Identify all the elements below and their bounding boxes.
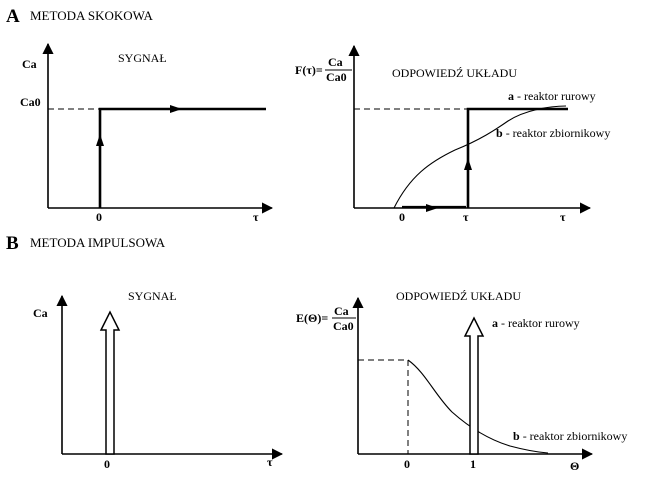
chart-title: ODPOWIEDŹ UKŁADU [396,289,521,303]
section-b: B METODA IMPULSOWA Ca SYGNAŁ 0 τ E(Θ)= C… [6,233,627,473]
step-up-arrow [96,134,104,146]
chart-title: SYGNAŁ [118,51,167,65]
curve-b-legend: b - reaktor zbiornikowy [496,126,610,140]
step-response-chart: F(τ)= Ca Ca0 ODPOWIEDŹ UKŁADU 0 τ τ a - … [295,44,610,224]
curve-a-up-arrow [464,158,472,170]
fraction-numerator: Ca [334,304,349,318]
impulse-signal-chart: Ca SYGNAŁ 0 τ [33,289,284,471]
section-a-letter: A [6,6,20,27]
impulse-arrow [99,310,121,455]
x-axis-label: τ [560,210,566,224]
tau-marker-label: τ [463,210,469,224]
y-axis-label: Ca [22,57,37,71]
step-right-arrow [170,105,182,113]
fraction-numerator: Ca [328,55,343,69]
origin-label: 0 [104,457,110,471]
y-axis-label: F(τ)= [295,63,323,77]
curve-a-legend: a - reaktor rurowy [492,316,580,330]
chart-title: ODPOWIEDŹ UKŁADU [392,66,517,80]
curve-b-legend: b - reaktor zbiornikowy [513,429,627,443]
x-axis-label: τ [253,210,259,224]
step-signal-chart: Ca SYGNAŁ Ca0 0 τ [20,42,274,224]
section-a: A METODA SKOKOWA Ca SYGNAŁ Ca0 0 τ F(τ)=… [6,6,610,224]
curve-a-plug-flow [466,107,568,208]
impulse-response-chart: E(Θ)= Ca Ca0 ODPOWIEDŹ UKŁADU 0 1 Θ a - … [296,289,627,473]
step-line [98,107,266,208]
origin-label: 0 [404,457,410,471]
y-axis-label: Ca [33,306,48,320]
fraction-denominator: Ca0 [326,70,347,84]
level-label: Ca0 [20,95,41,109]
curve-b-cstr [393,105,567,209]
curve-a-impulse-arrow [463,316,485,455]
origin-label: 0 [96,210,102,224]
one-marker-label: 1 [470,457,476,471]
curve-a-legend: a - reaktor rurowy [508,89,596,103]
y-axis-label: E(Θ)= [296,311,328,325]
origin-label: 0 [399,210,405,224]
section-a-title: METODA SKOKOWA [30,8,154,23]
section-b-title: METODA IMPULSOWA [30,235,166,250]
fraction-denominator: Ca0 [333,319,354,333]
x-axis-label: τ [267,455,273,469]
x-axis-label: Θ [570,459,579,473]
chart-title: SYGNAŁ [128,289,177,303]
section-b-letter: B [6,233,19,254]
